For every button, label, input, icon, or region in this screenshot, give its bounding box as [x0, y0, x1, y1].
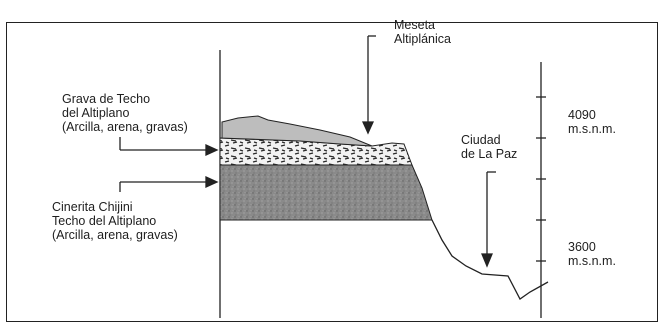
la-paz-label: Ciudad de La Paz [461, 133, 518, 161]
elevation-high-label: 4090 m.s.n.m. [568, 108, 616, 136]
meseta-label: Meseta Altiplánica [394, 18, 451, 46]
meseta-arrow [361, 35, 376, 135]
grava-label: Grava de Techo del Altiplano (Arcilla, a… [62, 92, 188, 134]
surface-cap [219, 115, 373, 147]
cinerita-label: Cinerita Chijini Techo del Altiplano (Ar… [52, 200, 178, 242]
elevation-low-label: 3600 m.s.n.m. [568, 240, 616, 268]
grava-arrow [119, 137, 219, 157]
terrain-profile [431, 219, 549, 300]
cinerita-arrow [119, 175, 219, 192]
diagram-frame [6, 22, 658, 322]
la-paz-arrow [481, 171, 496, 268]
elevation-ticks [536, 96, 546, 262]
cinerita-layer [219, 164, 433, 221]
